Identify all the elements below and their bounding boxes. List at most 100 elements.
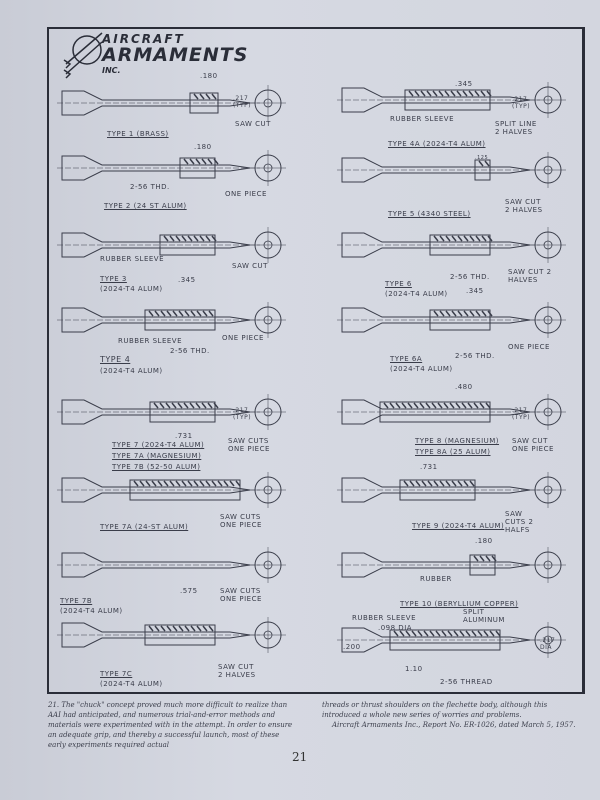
hatching [193, 93, 199, 100]
hatching [487, 310, 493, 317]
type-material: (2024-T4 ALUM) [390, 365, 453, 373]
dimension: .180 [194, 143, 212, 151]
hatching [172, 625, 178, 632]
hatching [217, 480, 223, 487]
sabot-chuck [429, 309, 491, 331]
hatching [439, 310, 445, 317]
hatching [211, 235, 217, 242]
logo-line1: AIRCRAFT [102, 32, 185, 46]
flechette-body [61, 232, 251, 258]
hatching [485, 402, 491, 409]
hatching [445, 310, 451, 317]
hatching [148, 625, 154, 632]
hatching [423, 630, 429, 637]
type-label: TYPE 2 (24 ST ALUM) [104, 202, 187, 210]
hatching [207, 402, 213, 409]
hatching [445, 480, 451, 487]
hatching [495, 630, 501, 637]
hatching [447, 630, 453, 637]
type-label: TYPE 5 (4340 STEEL) [388, 210, 471, 218]
hatching [481, 310, 487, 317]
hatching [413, 402, 419, 409]
hatching [429, 630, 435, 637]
type-label: TYPE 7A (MAGNESIUM) [112, 452, 202, 460]
type-label: TYPE 3 [100, 275, 127, 283]
dimension: .480 [455, 383, 473, 391]
annotation: RUBBER SLEEVE [390, 115, 455, 123]
hatching [235, 480, 241, 487]
hatching [468, 90, 474, 97]
hatching [195, 158, 201, 165]
type-material: (2024-T4 ALUM) [385, 290, 448, 298]
hatching [484, 160, 490, 167]
hatching [181, 235, 187, 242]
hatching [441, 630, 447, 637]
hatching [383, 402, 389, 409]
hatching [457, 235, 463, 242]
sabot-chuck [404, 89, 491, 111]
hatching [491, 555, 497, 562]
annotation: SAW CUT [235, 120, 271, 128]
hatching [189, 402, 195, 409]
flechette-body [341, 232, 531, 258]
hatching [148, 310, 154, 317]
hatching [157, 480, 163, 487]
dimension: .217 (TYP) [512, 96, 531, 110]
hatching [439, 235, 445, 242]
hatching [213, 402, 219, 409]
annotation: SAW CUTS ONE PIECE [228, 437, 270, 453]
dimension: .731 [420, 463, 438, 471]
sabot-chuck [149, 401, 216, 423]
hatching [445, 235, 451, 242]
hatching [199, 480, 205, 487]
hatching [451, 235, 457, 242]
sabot-chuck [159, 234, 216, 256]
type-label: TYPE 9 (2024-T4 ALUM) [412, 522, 505, 530]
type-material: (2024-T4 ALUM) [60, 607, 123, 615]
hatching [178, 310, 184, 317]
hatching [409, 480, 415, 487]
hatching [481, 235, 487, 242]
hatching [159, 402, 165, 409]
hatching [145, 480, 151, 487]
hatching [467, 402, 473, 409]
hatching [485, 555, 491, 562]
hatching [207, 158, 213, 165]
hatching [193, 235, 199, 242]
flechette-body [341, 627, 531, 653]
flechette-body [341, 552, 531, 578]
dimension: .200 [343, 643, 361, 651]
logo-line2: ARMAMENTS [102, 44, 249, 66]
hatching [190, 625, 196, 632]
hatching [451, 310, 457, 317]
hatching [229, 480, 235, 487]
hatching [205, 93, 211, 100]
hatching [451, 480, 457, 487]
hatching [471, 630, 477, 637]
sabot-chuck [429, 234, 491, 256]
hatching [431, 402, 437, 409]
hatching [489, 630, 495, 637]
type-material: (2024-T4 ALUM) [100, 285, 163, 293]
hatching [403, 480, 409, 487]
hatching [475, 235, 481, 242]
sabot-chuck [144, 309, 216, 331]
caption-column-2: threads or thrust shoulders on the flech… [322, 700, 587, 730]
hatching [205, 235, 211, 242]
annotation: SAW CUT 2 HALVES [505, 198, 543, 214]
hatching [433, 480, 439, 487]
dimension: .345 [178, 276, 196, 284]
hatching [449, 402, 455, 409]
hatching [208, 310, 214, 317]
type-label: TYPE 7B (52-50 ALUM) [112, 463, 201, 471]
hatching [165, 402, 171, 409]
annotation: SAW CUTS ONE PIECE [220, 587, 262, 603]
hatching [419, 402, 425, 409]
annotation: SAW CUT [232, 262, 268, 270]
hatching [139, 480, 145, 487]
hatching [187, 235, 193, 242]
dimension: .217 (TYP) [233, 95, 252, 109]
hatching [183, 158, 189, 165]
annotation: SPLIT ALUMINUM [463, 608, 505, 624]
